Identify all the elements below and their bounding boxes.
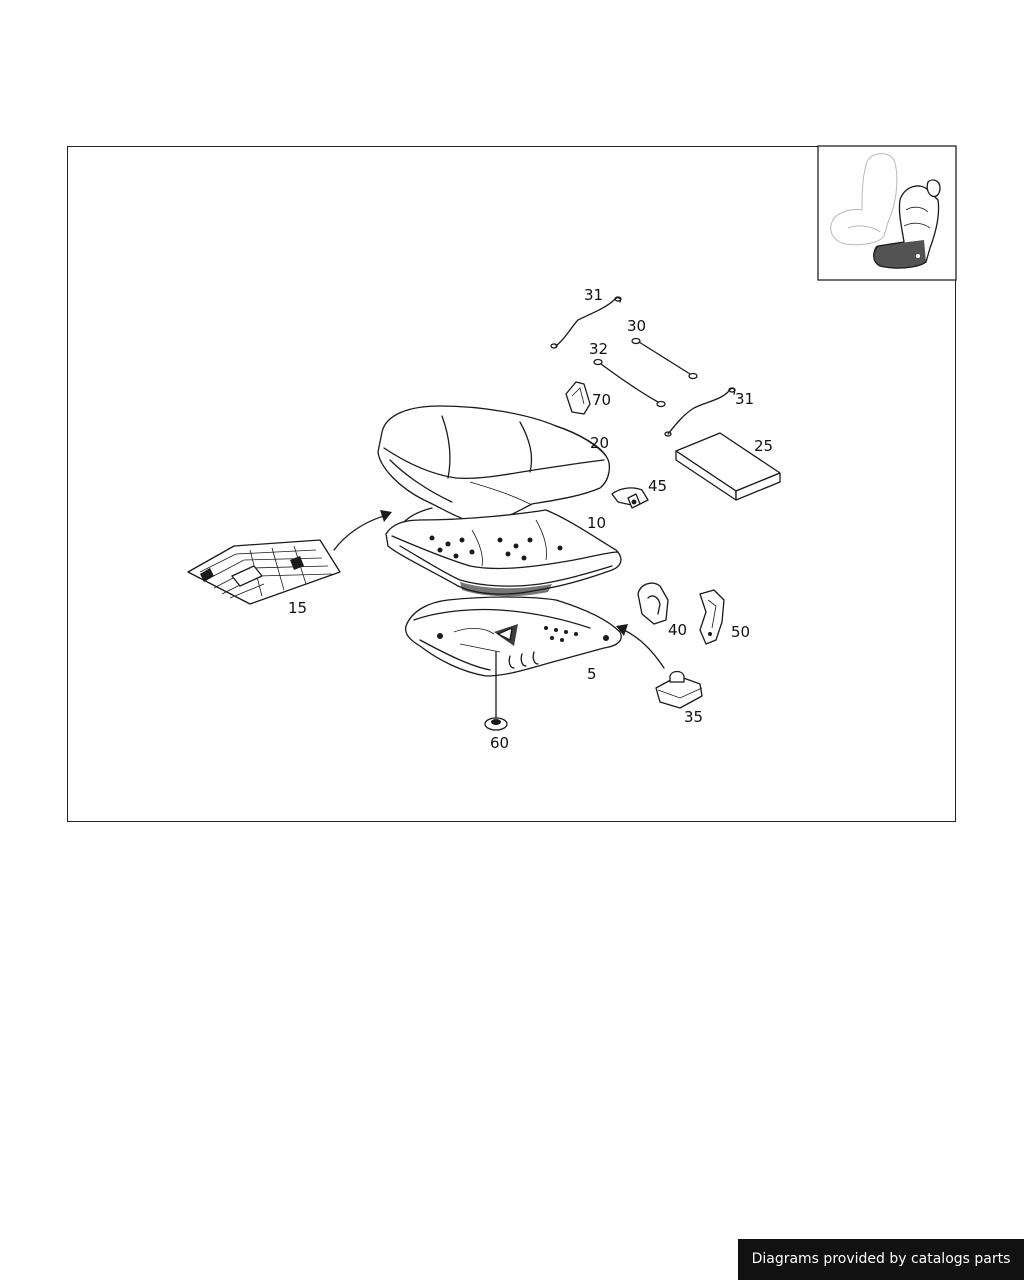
arrow-35-to-5	[616, 624, 665, 669]
part-31-upper-wire	[550, 296, 622, 349]
part-45-bracket	[611, 487, 649, 509]
arrow-15-to-10	[333, 510, 392, 551]
callout-31-lower: 31	[735, 390, 754, 408]
callout-5: 5	[587, 665, 597, 683]
callout-45: 45	[648, 477, 667, 495]
part-15-heater-mat	[187, 539, 341, 605]
part-25-foam-block	[675, 432, 781, 501]
footer-credit-badge: Diagrams provided by catalogs parts	[738, 1239, 1024, 1280]
seat-locator-inset	[817, 145, 957, 281]
callout-60: 60	[490, 734, 509, 752]
callout-31-upper: 31	[584, 286, 603, 304]
part-31-lower-wire	[664, 387, 736, 437]
callout-40: 40	[668, 621, 687, 639]
callout-70: 70	[592, 391, 611, 409]
part-32-wire	[593, 358, 666, 408]
part-60-grommet	[484, 651, 508, 731]
part-30-wire	[631, 337, 698, 380]
part-70-clip	[565, 381, 591, 415]
callout-35: 35	[684, 708, 703, 726]
footer-credit-text: Diagrams provided by catalogs parts	[751, 1251, 1011, 1267]
callout-25: 25	[754, 437, 773, 455]
part-50-bracket	[699, 589, 725, 645]
part-10-foam-pad	[385, 507, 622, 597]
part-35-actuator	[655, 670, 703, 709]
callout-32: 32	[589, 340, 608, 358]
callout-10: 10	[587, 514, 606, 532]
part-20-seat-cover	[377, 405, 611, 525]
callout-30: 30	[627, 317, 646, 335]
callout-15: 15	[288, 599, 307, 617]
callout-50: 50	[731, 623, 750, 641]
part-5-seat-frame	[404, 596, 622, 677]
callout-20: 20	[590, 434, 609, 452]
part-40-clip	[637, 582, 669, 625]
